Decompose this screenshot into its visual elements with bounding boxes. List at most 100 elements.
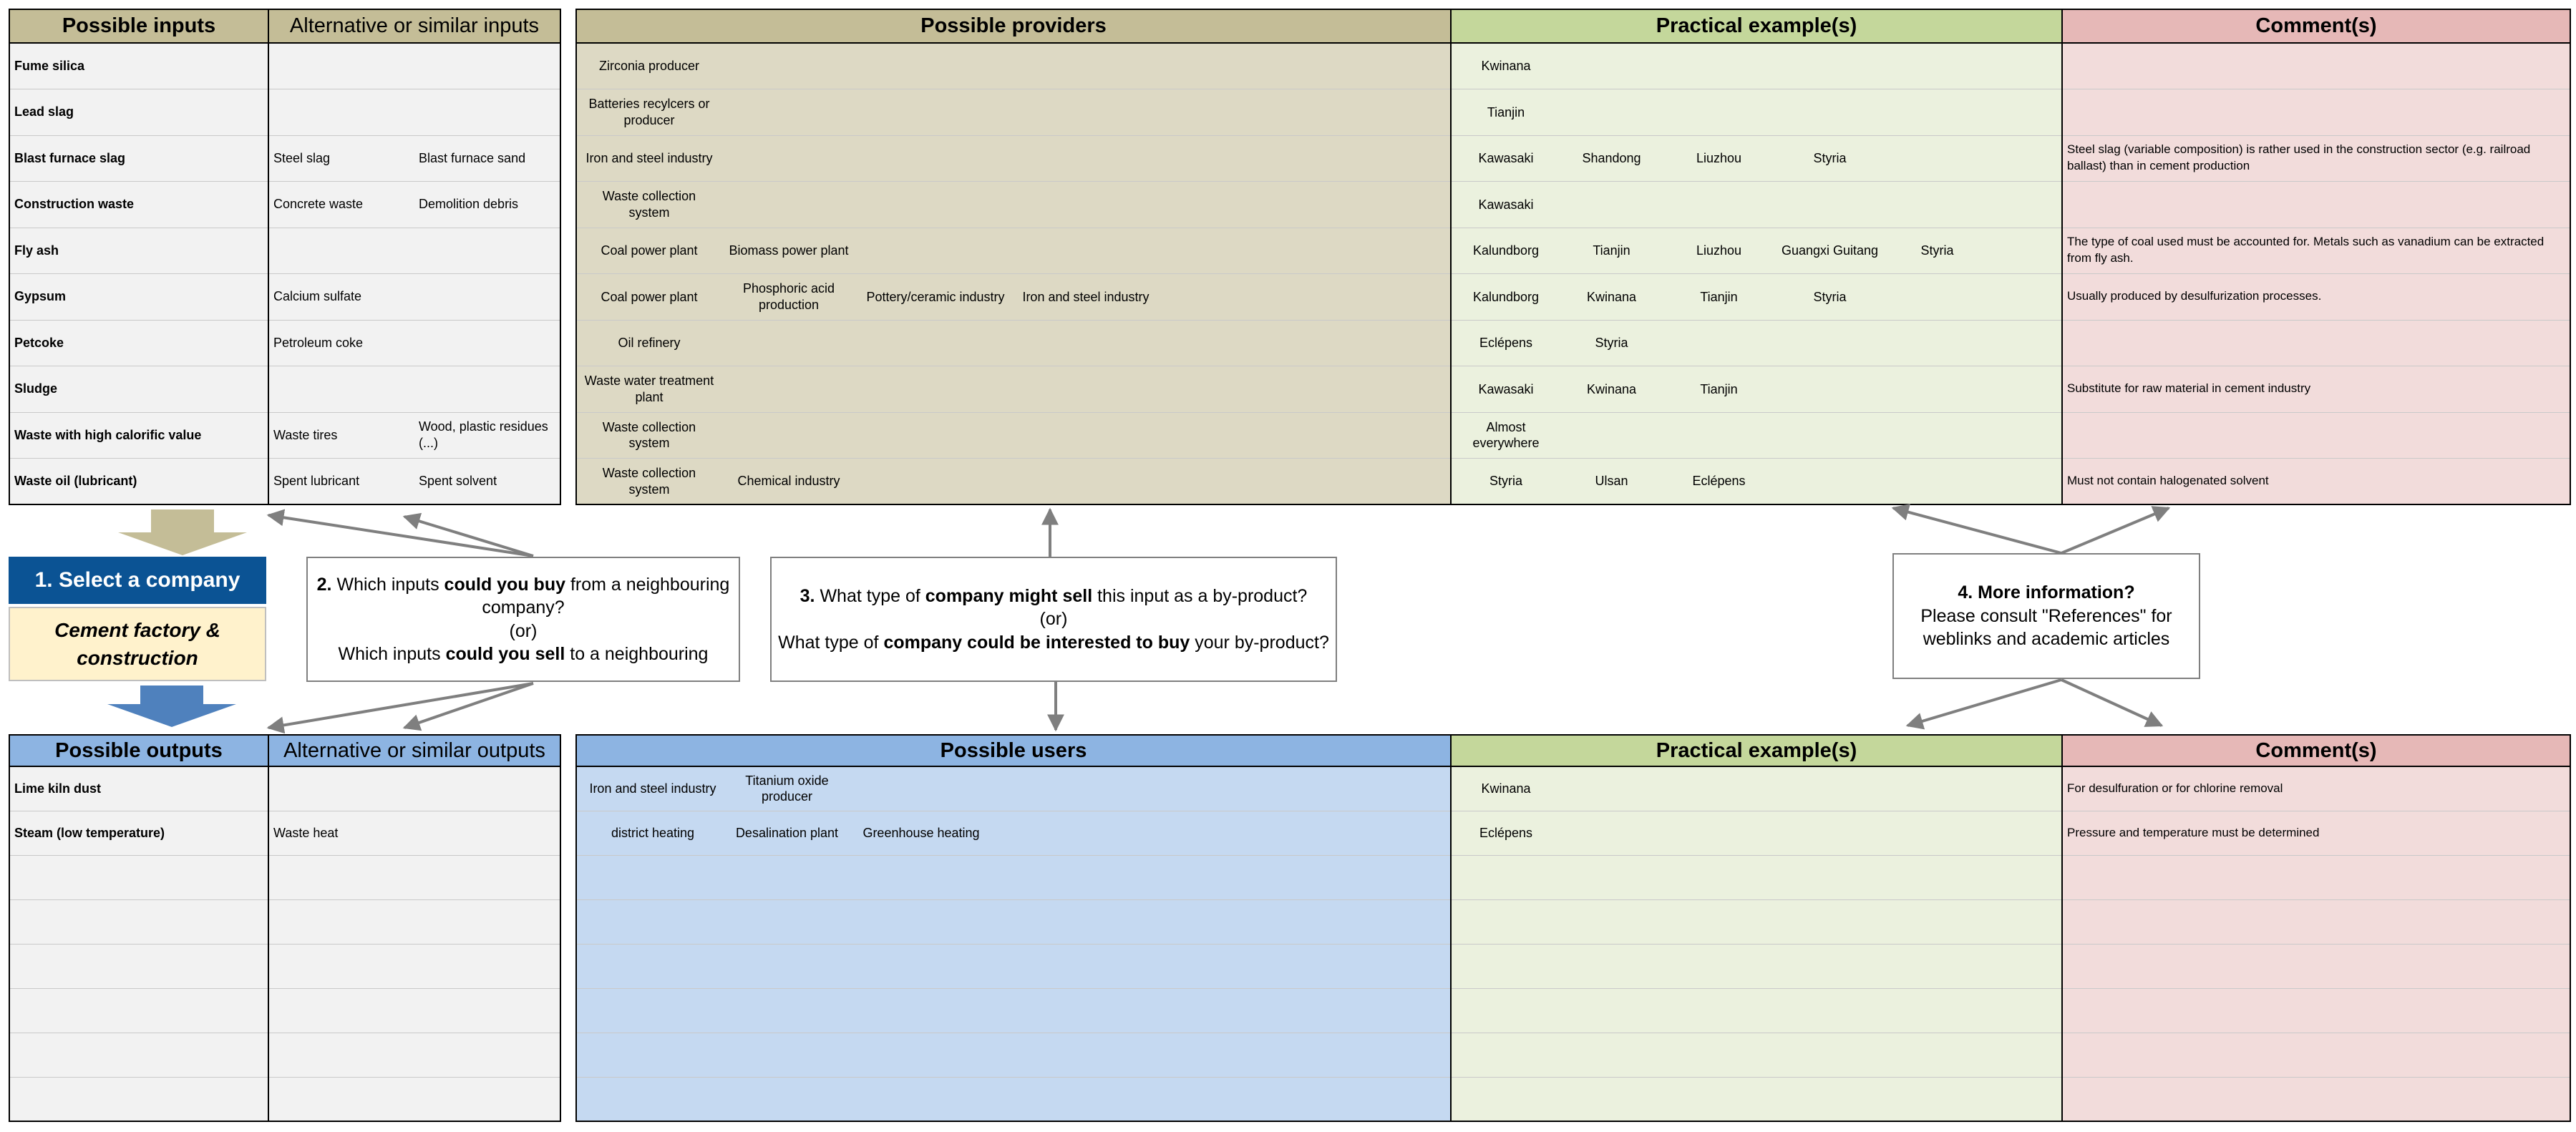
comment-cell[interactable]: For desulfuration or for chlorine remova… — [2062, 766, 2570, 811]
table-row[interactable]: Lead slag — [9, 89, 560, 136]
input-name-cell[interactable]: Lead slag — [9, 89, 269, 136]
output-name-cell[interactable] — [9, 899, 269, 945]
practical-examples-cell[interactable]: Eclépens — [1451, 811, 2063, 856]
table-row[interactable] — [9, 1077, 560, 1122]
users-cell[interactable] — [576, 1033, 1452, 1078]
comment-cell[interactable] — [2062, 988, 2570, 1033]
providers-cell[interactable]: Oil refinery — [576, 320, 1452, 366]
practical-examples-cell[interactable] — [1451, 855, 2063, 900]
table-row[interactable] — [576, 1077, 2570, 1122]
output-name-cell[interactable]: Lime kiln dust — [9, 766, 269, 811]
practical-examples-cell[interactable]: Tianjin — [1451, 89, 2063, 136]
output-name-cell[interactable]: Steam (low temperature) — [9, 811, 269, 856]
table-row[interactable] — [576, 855, 2570, 900]
comment-cell[interactable]: Pressure and temperature must be determi… — [2062, 811, 2570, 856]
comment-cell[interactable] — [2062, 412, 2570, 459]
output-name-cell[interactable] — [9, 944, 269, 989]
input-alternatives-cell[interactable]: Calcium sulfate — [268, 273, 560, 321]
users-cell[interactable] — [576, 855, 1452, 900]
table-row[interactable] — [9, 855, 560, 900]
comment-cell[interactable]: Usually produced by desulfurization proc… — [2062, 273, 2570, 321]
input-name-cell[interactable]: Waste with high calorific value — [9, 412, 269, 459]
select-company-button[interactable]: 1. Select a company — [9, 557, 266, 604]
table-row[interactable] — [576, 944, 2570, 989]
input-name-cell[interactable]: Waste oil (lubricant) — [9, 458, 269, 505]
providers-cell[interactable]: Batteries recylcers or producer — [576, 89, 1452, 136]
input-alternatives-cell[interactable] — [268, 89, 560, 136]
table-row[interactable] — [9, 899, 560, 945]
output-alternatives-cell[interactable] — [268, 855, 560, 900]
users-cell[interactable] — [576, 944, 1452, 989]
users-cell[interactable] — [576, 1077, 1452, 1122]
practical-examples-cell[interactable] — [1451, 988, 2063, 1033]
comment-cell[interactable] — [2062, 320, 2570, 366]
output-name-cell[interactable] — [9, 1033, 269, 1078]
input-name-cell[interactable]: Construction waste — [9, 181, 269, 228]
practical-examples-cell[interactable]: Kwinana — [1451, 766, 2063, 811]
comment-cell[interactable]: Steel slag (variable composition) is rat… — [2062, 135, 2570, 182]
table-row[interactable] — [576, 899, 2570, 945]
practical-examples-cell[interactable] — [1451, 944, 2063, 989]
input-name-cell[interactable]: Gypsum — [9, 273, 269, 321]
input-name-cell[interactable]: Blast furnace slag — [9, 135, 269, 182]
users-cell[interactable] — [576, 899, 1452, 945]
table-row[interactable]: Lime kiln dust — [9, 766, 560, 811]
providers-cell[interactable]: Waste water treatment plant — [576, 366, 1452, 413]
table-row[interactable] — [9, 944, 560, 989]
table-row[interactable]: Steam (low temperature)Waste heat — [9, 811, 560, 856]
output-alternatives-cell[interactable] — [268, 1033, 560, 1078]
table-row[interactable]: Sludge — [9, 366, 560, 413]
comment-cell[interactable]: The type of coal used must be accounted … — [2062, 228, 2570, 274]
input-alternatives-cell[interactable] — [268, 43, 560, 89]
output-name-cell[interactable] — [9, 855, 269, 900]
company-selection[interactable]: Cement factory & construction — [9, 607, 266, 681]
practical-examples-cell[interactable]: Kwinana — [1451, 43, 2063, 89]
comment-cell[interactable] — [2062, 899, 2570, 945]
comment-cell[interactable]: Must not contain halogenated solvent — [2062, 458, 2570, 505]
input-name-cell[interactable]: Fume silica — [9, 43, 269, 89]
output-alternatives-cell[interactable] — [268, 766, 560, 811]
table-row[interactable] — [576, 1033, 2570, 1078]
output-alternatives-cell[interactable] — [268, 1077, 560, 1122]
table-row[interactable]: Fly ash — [9, 228, 560, 274]
providers-cell[interactable]: Iron and steel industry — [576, 135, 1452, 182]
practical-examples-cell[interactable] — [1451, 1033, 2063, 1078]
practical-examples-cell[interactable] — [1451, 1077, 2063, 1122]
table-row[interactable]: Fume silica — [9, 43, 560, 89]
practical-examples-cell[interactable]: Kawasaki — [1451, 181, 2063, 228]
input-name-cell[interactable]: Sludge — [9, 366, 269, 413]
comment-cell[interactable] — [2062, 944, 2570, 989]
output-name-cell[interactable] — [9, 1077, 269, 1122]
table-row[interactable] — [576, 988, 2570, 1033]
comment-cell[interactable]: Substitute for raw material in cement in… — [2062, 366, 2570, 413]
